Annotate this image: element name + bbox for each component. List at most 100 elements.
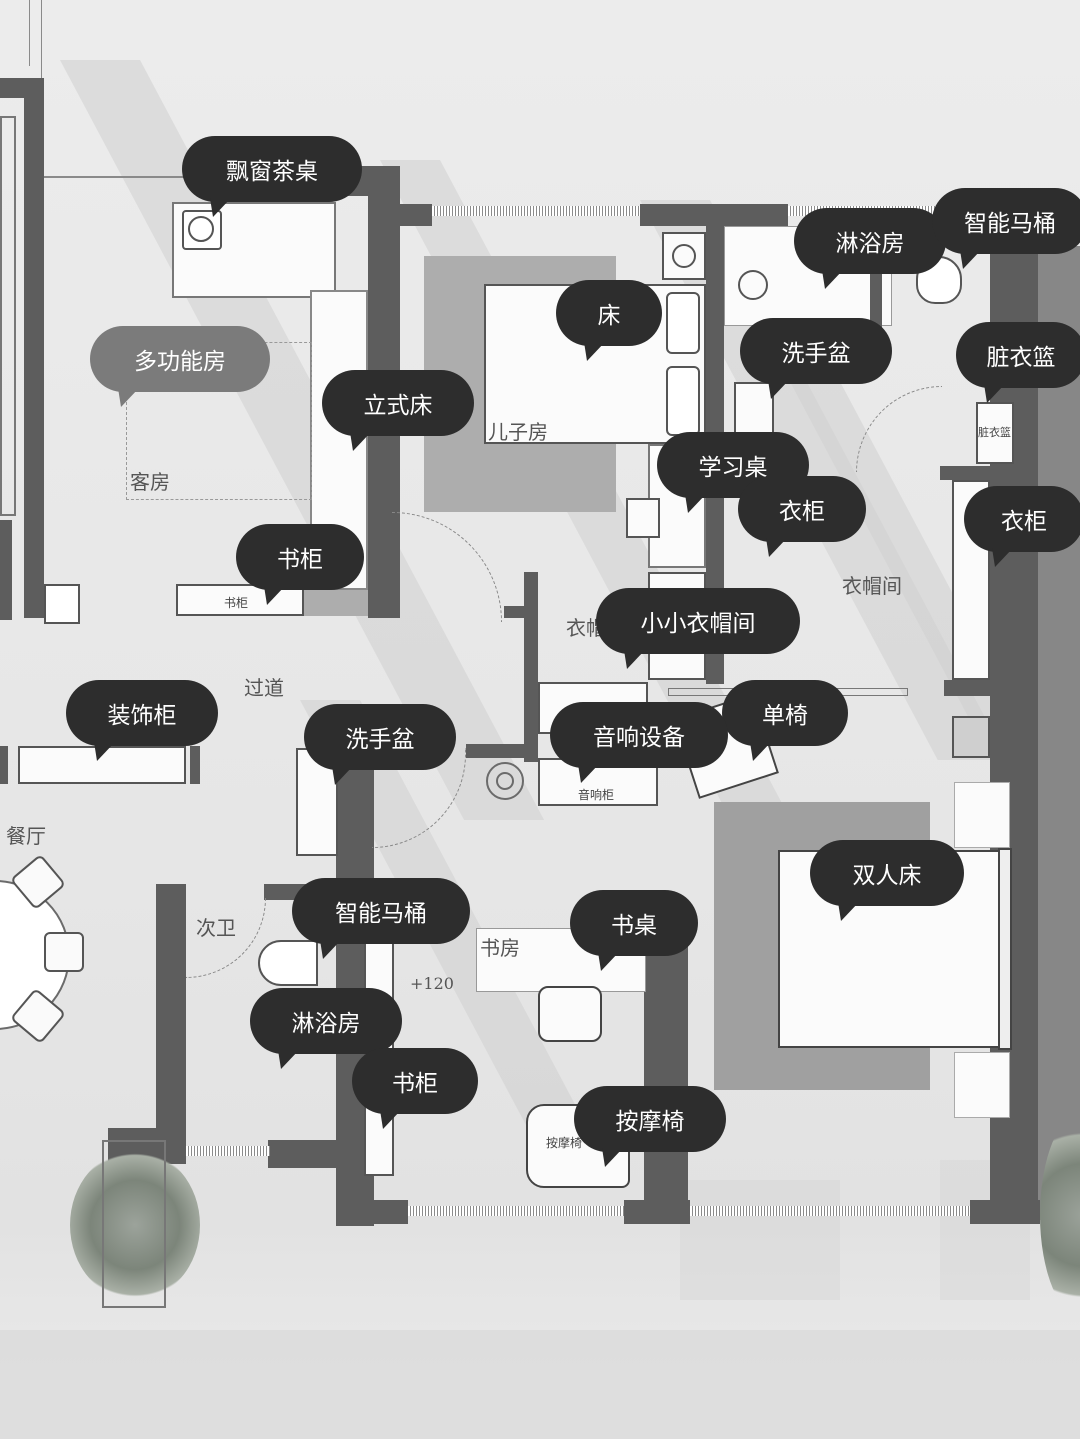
stove-burner bbox=[188, 216, 214, 242]
callout-desk: 书桌 bbox=[570, 890, 698, 971]
wall bbox=[0, 746, 8, 784]
cabinet bbox=[954, 782, 1010, 848]
callout-single-chair: 单椅 bbox=[722, 680, 848, 761]
label-second-bath: 次卫 bbox=[196, 916, 236, 940]
label-laundry-small: 脏衣篮 bbox=[978, 426, 1011, 439]
label-guest-room: 客房 bbox=[130, 470, 170, 494]
callout-text: 衣柜 bbox=[1001, 509, 1047, 535]
callout-wardrobe-2: 衣柜 bbox=[964, 486, 1080, 567]
callout-bed: 床 bbox=[556, 280, 662, 361]
lamp-fixture bbox=[486, 762, 524, 800]
wall bbox=[190, 746, 200, 784]
callout-double-bed: 双人床 bbox=[810, 840, 964, 921]
pillow bbox=[666, 292, 700, 354]
label-corridor: 过道 bbox=[244, 676, 284, 700]
wall bbox=[268, 1140, 340, 1168]
label-elevation: +120 bbox=[410, 974, 454, 993]
callout-wash-basin-1: 洗手盆 bbox=[740, 318, 892, 399]
label-cloakroom-right: 衣帽间 bbox=[842, 574, 902, 598]
callout-murphy-bed: 立式床 bbox=[322, 370, 474, 451]
callout-text: 装饰柜 bbox=[107, 703, 177, 729]
callout-text: 智能马桶 bbox=[335, 901, 427, 927]
desk-chair-study bbox=[538, 986, 602, 1042]
wall bbox=[944, 680, 992, 696]
window bbox=[690, 1206, 970, 1216]
wall bbox=[0, 520, 12, 620]
callout-wardrobe-1: 衣柜 bbox=[738, 476, 866, 557]
callout-text: 淋浴房 bbox=[291, 1011, 361, 1037]
wall bbox=[970, 1200, 1040, 1224]
potted-plant bbox=[70, 1150, 200, 1300]
callout-smart-toilet-2: 智能马桶 bbox=[292, 878, 470, 959]
callout-text: 多功能房 bbox=[134, 349, 226, 375]
toilet-2 bbox=[258, 940, 318, 986]
callout-smart-toilet-1: 智能马桶 bbox=[932, 188, 1080, 269]
wall bbox=[336, 1200, 408, 1224]
pillow bbox=[666, 366, 700, 436]
callout-text: 学习桌 bbox=[698, 455, 768, 481]
window bbox=[432, 206, 640, 216]
lamp bbox=[672, 244, 696, 268]
wall bbox=[466, 744, 538, 758]
callout-decor-cabinet: 装饰柜 bbox=[66, 680, 218, 761]
wall bbox=[644, 940, 688, 1224]
laundry-basket bbox=[976, 402, 1014, 464]
label-son-room: 儿子房 bbox=[488, 420, 548, 444]
bottom-haze bbox=[0, 1330, 1080, 1439]
callout-wash-basin-2: 洗手盆 bbox=[304, 704, 456, 785]
callout-text: 单椅 bbox=[762, 703, 808, 729]
wall bbox=[24, 78, 44, 618]
callout-shower-1: 淋浴房 bbox=[794, 208, 946, 289]
callout-bookcase-1: 书柜 bbox=[236, 524, 364, 605]
callout-text: 音响设备 bbox=[593, 725, 685, 751]
callout-text: 书桌 bbox=[611, 913, 657, 939]
corner-block bbox=[44, 584, 80, 624]
nightstand bbox=[662, 232, 706, 280]
label-audio-small: 音响柜 bbox=[578, 788, 615, 802]
label-massage-small: 按摩椅 bbox=[546, 1136, 583, 1150]
callout-text: 衣柜 bbox=[779, 499, 825, 525]
callout-text: 淋浴房 bbox=[835, 231, 905, 257]
decor-cabinet bbox=[18, 746, 186, 784]
callout-text: 双人床 bbox=[852, 863, 922, 889]
callout-text: 洗手盆 bbox=[781, 341, 851, 367]
bay-window-counter bbox=[172, 202, 336, 298]
wall bbox=[504, 606, 528, 618]
wall bbox=[1038, 246, 1080, 1220]
wall bbox=[940, 466, 992, 480]
callout-text: 小小衣帽间 bbox=[640, 611, 756, 637]
callout-text: 书柜 bbox=[277, 547, 323, 573]
callout-text: 洗手盆 bbox=[345, 727, 415, 753]
planter bbox=[102, 1140, 166, 1308]
callout-text: 立式床 bbox=[363, 393, 433, 419]
callout-text: 脏衣篮 bbox=[986, 345, 1056, 371]
headboard bbox=[998, 848, 1012, 1050]
callout-audio-equipment: 音响设备 bbox=[550, 702, 728, 783]
wall bbox=[624, 1200, 690, 1224]
callout-multi-room: 多功能房 bbox=[90, 326, 270, 407]
callout-text: 飘窗茶桌 bbox=[226, 159, 318, 185]
window bbox=[408, 1206, 624, 1216]
basin-1 bbox=[738, 270, 768, 300]
callout-bookcase-2: 书柜 bbox=[352, 1048, 478, 1129]
callout-text: 床 bbox=[597, 303, 621, 329]
callout-text: 按摩椅 bbox=[615, 1109, 685, 1135]
balcony-rail bbox=[0, 0, 30, 66]
label-dining: 餐厅 bbox=[6, 824, 46, 848]
window bbox=[186, 1146, 270, 1156]
callout-text: 书柜 bbox=[392, 1071, 438, 1097]
wall bbox=[524, 572, 538, 762]
callout-laundry-basket: 脏衣篮 bbox=[956, 322, 1080, 403]
callout-massage-chair: 按摩椅 bbox=[574, 1086, 726, 1167]
door-swing bbox=[392, 512, 502, 622]
door-swing bbox=[856, 386, 942, 472]
callout-small-cloakroom: 小小衣帽间 bbox=[596, 588, 800, 669]
label-study: 书房 bbox=[480, 936, 520, 960]
ghost-block bbox=[680, 1180, 840, 1300]
desk-chair bbox=[626, 498, 660, 538]
dining-chair bbox=[44, 932, 84, 972]
callout-text: 智能马桶 bbox=[964, 211, 1056, 237]
dresser bbox=[952, 716, 990, 758]
label-bookcase-small: 书柜 bbox=[224, 596, 249, 610]
